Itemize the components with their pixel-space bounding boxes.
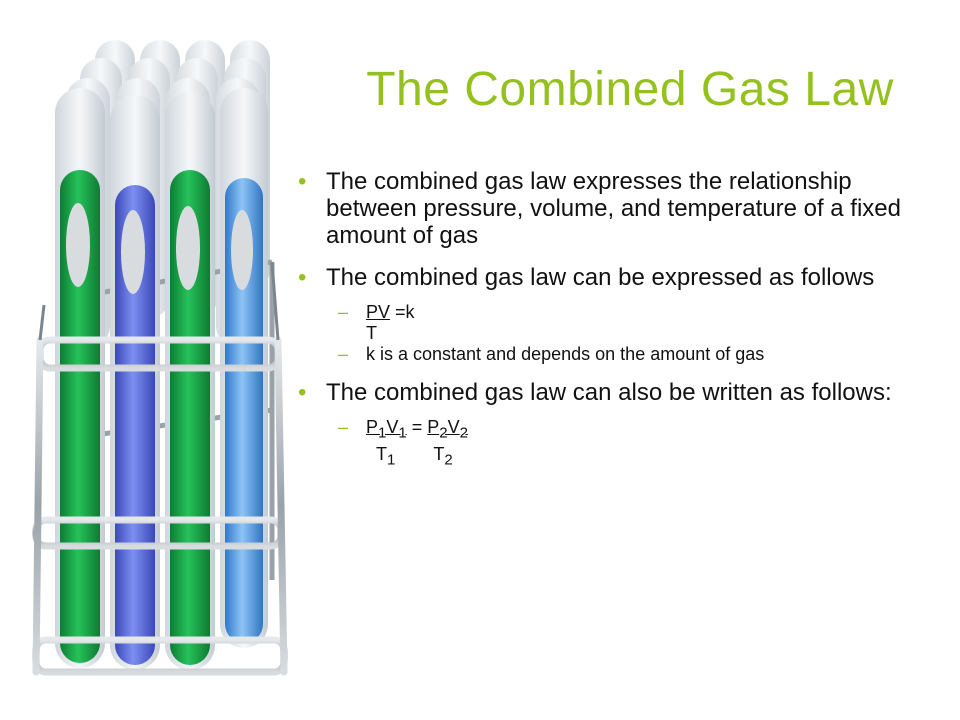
test-tube-rack-illustration [32,40,288,676]
formula-numerator: PV [366,302,391,322]
formula-pv-k: – PV =k T [286,302,926,344]
sub-bullet-dash: – [338,302,349,322]
constant-note-text: k is a constant and depends on the amoun… [366,344,765,364]
bullet-definition: • The combined gas law expresses the rel… [286,168,926,249]
formula-denominator: T [366,323,377,343]
constant-note: – k is a constant and depends on the amo… [286,344,926,365]
formula-left-numerator: P1V1 [366,417,407,442]
rack-front-frame [32,336,288,676]
bullet-expression: • The combined gas law can be expressed … [286,264,926,291]
bullet-dot: • [298,264,307,291]
sub-bullet-dash: – [338,417,349,437]
bullet-text: The combined gas law expresses the relat… [326,168,901,249]
formula-left-denominator: T1 [376,443,396,469]
bullet-text: The combined gas law can be expressed as… [326,264,875,291]
bullet-dot: • [298,379,307,406]
formula-right-denominator: T2 [433,443,453,469]
bullet-alternate-form: • The combined gas law can also be writt… [286,379,926,406]
slide-title: The Combined Gas Law [366,63,894,116]
formula-equals: = [406,417,428,437]
sub-bullet-dash: – [338,344,349,364]
bullet-text: The combined gas law can also be written… [326,379,892,406]
slide-content: • The combined gas law expresses the rel… [286,168,926,474]
formula-right-numerator: P2V2 [427,417,468,442]
formula-equals-k: =k [390,302,415,322]
formula-p1v1-p2v2: – P1V1 = P2V2 T1 T2 [286,417,926,470]
bullet-dot: • [298,168,307,195]
